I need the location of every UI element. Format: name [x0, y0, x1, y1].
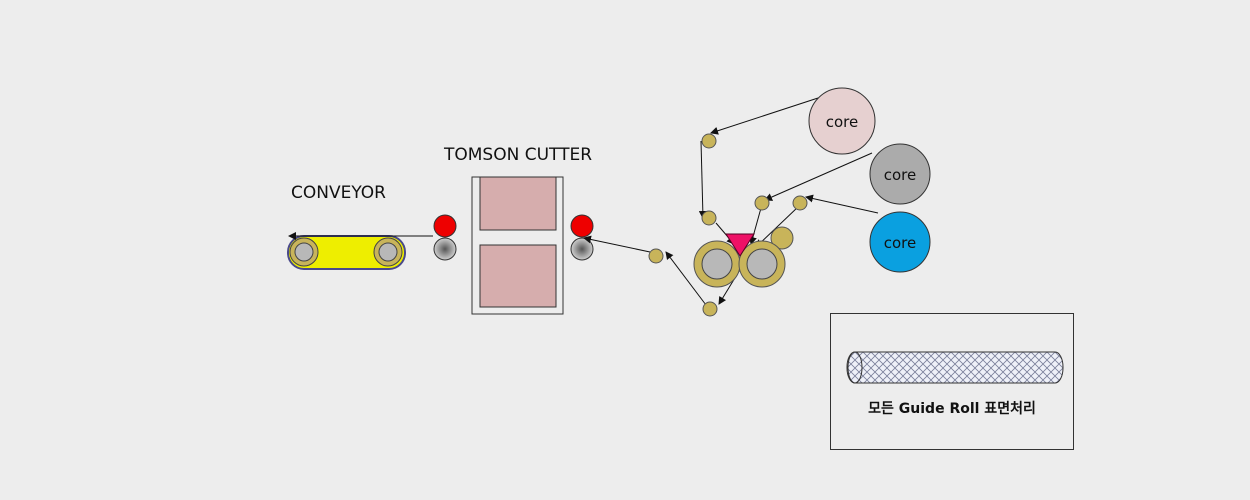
cutter-lower-block	[479, 244, 557, 308]
core-label-pink: core	[825, 113, 859, 131]
nip-roll-left-core	[701, 248, 733, 280]
core-roll-pink	[808, 87, 876, 155]
exit-pinch-roll	[433, 214, 457, 238]
path-guide-to-nip-mid	[749, 207, 762, 245]
cutter-upper-block	[479, 176, 557, 231]
tomson-cutter	[471, 176, 564, 315]
entry-drive-roll	[570, 237, 594, 261]
path-to-cutter	[583, 235, 651, 253]
guide-roll	[701, 210, 717, 226]
web-path	[288, 97, 879, 306]
path-core2-to-guide	[764, 152, 873, 201]
guide-roll	[648, 248, 664, 264]
guide-roll	[754, 195, 770, 211]
nip-point-marker	[725, 233, 755, 257]
tomson-cutter-label: TOMSON CUTTER	[444, 145, 593, 165]
legend-box: 모든 Guide Roll 표면처리	[830, 313, 1074, 450]
entry-pinch-roll	[570, 214, 594, 238]
exit-drive-roll	[433, 237, 457, 261]
path-guide-to-nip-right	[755, 205, 800, 248]
core-rolls	[808, 87, 931, 273]
entry-roll-pair	[570, 214, 594, 261]
conveyor-label: CONVEYOR	[291, 183, 386, 203]
core-label-grey: core	[883, 166, 917, 184]
nip-roll-right-core	[746, 248, 778, 280]
guide-roll-large	[770, 226, 794, 250]
legend-caption: 모든 Guide Roll 표면처리	[868, 401, 1036, 417]
core-label-blue: core	[883, 234, 917, 252]
path-core1-to-guide	[710, 97, 819, 135]
guide-roll	[792, 195, 808, 211]
exit-roll-pair	[433, 214, 457, 261]
guide-roll	[702, 301, 718, 317]
path-guide-down	[698, 140, 707, 219]
guide-roll	[701, 133, 717, 149]
conveyor-roll-left-core	[294, 242, 314, 262]
core-roll-blue	[869, 211, 931, 273]
conveyor	[287, 235, 406, 270]
path-lower-guide-up	[665, 251, 707, 306]
hatched-guide-roll-icon	[846, 351, 1064, 384]
laminating-nip	[693, 233, 786, 288]
core-roll-grey	[869, 143, 931, 205]
path-core3-to-guide	[805, 194, 879, 214]
guide-rolls	[648, 133, 808, 317]
conveyor-roll-right-core	[378, 242, 398, 262]
